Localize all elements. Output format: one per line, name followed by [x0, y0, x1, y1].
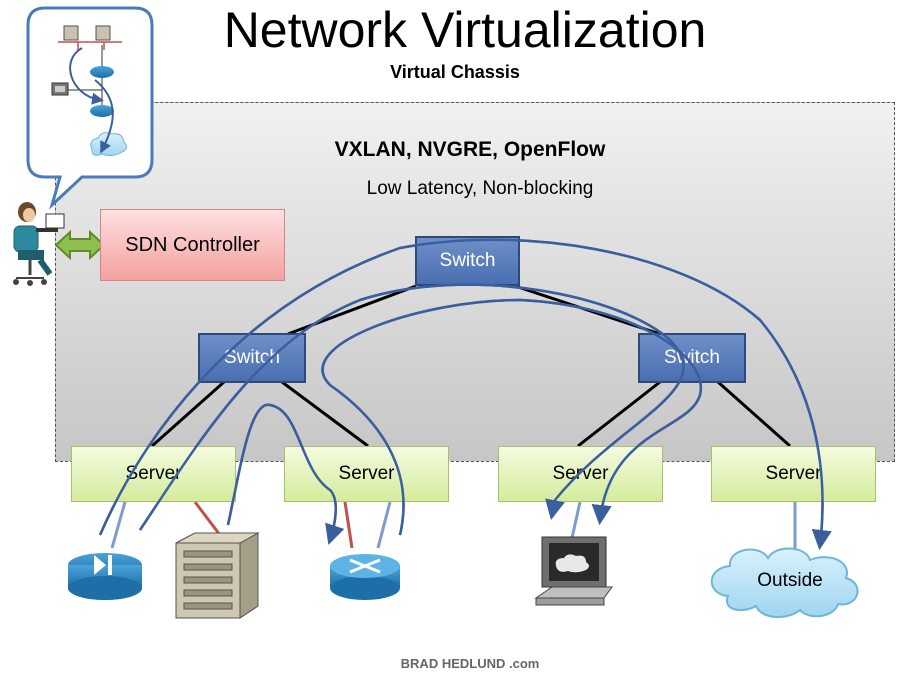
- footer-credit: BRAD HEDLUND .com: [400, 656, 540, 671]
- server-1[interactable]: Server: [71, 446, 236, 502]
- outside-cloud: [710, 547, 859, 618]
- outside-label: Outside: [757, 570, 823, 591]
- left-aggregation-switch[interactable]: Switch: [198, 333, 306, 383]
- server-2[interactable]: Server: [284, 446, 449, 502]
- server-3[interactable]: Server: [498, 446, 663, 502]
- firewall-device: [68, 553, 142, 600]
- core-switch[interactable]: Switch: [415, 236, 520, 286]
- workstation-device: [534, 536, 613, 606]
- speech-bubble: [26, 6, 154, 210]
- sdn-controller[interactable]: SDN Controller: [100, 209, 285, 281]
- page-subtitle: Virtual Chassis: [390, 62, 520, 82]
- control-double-arrow: [54, 229, 106, 261]
- right-aggregation-switch[interactable]: Switch: [638, 333, 746, 383]
- server-4[interactable]: Server: [711, 446, 876, 502]
- administrator-figure: [13, 202, 65, 286]
- protocols-label: VXLAN, NVGRE, OpenFlow: [334, 138, 606, 161]
- latency-label: Low Latency, Non-blocking: [366, 178, 594, 199]
- page-title: Network Virtualization: [223, 2, 707, 58]
- storage-server-device: [175, 532, 260, 619]
- router-device: [330, 554, 400, 600]
